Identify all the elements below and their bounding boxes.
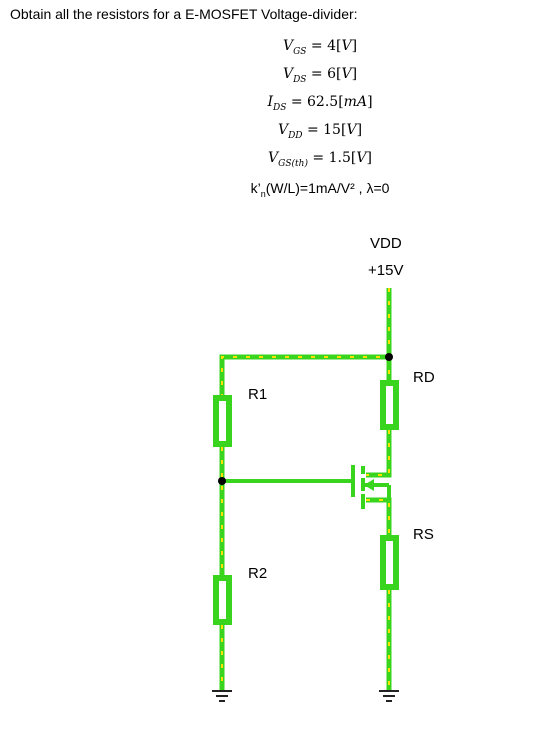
rs-label: RS bbox=[413, 526, 434, 543]
resistor-r2 bbox=[213, 575, 232, 625]
emosfet-symbol bbox=[351, 465, 391, 509]
resistor-rd bbox=[380, 380, 399, 430]
given-transconductance: k’n(W/L)=1mA/V² , λ=0 bbox=[250, 180, 390, 199]
ground-symbol-right bbox=[379, 690, 399, 702]
vdd-label: VDD bbox=[370, 235, 402, 252]
resistor-rs bbox=[380, 535, 399, 590]
junction-dot bbox=[385, 353, 393, 361]
given-vgs: VGS = 4[V] bbox=[282, 38, 358, 57]
given-vdd: VDD = 15[V] bbox=[277, 122, 363, 141]
drain-wire bbox=[366, 430, 392, 478]
source-wire bbox=[366, 497, 392, 535]
junction-dot bbox=[218, 477, 226, 485]
rd-label: RD bbox=[413, 369, 435, 386]
given-vgs-threshold: VGS(th) = 1.5[V] bbox=[268, 150, 372, 169]
problem-statement: Obtain all the resistors for a E-MOSFET … bbox=[10, 6, 358, 22]
r1-label: R1 bbox=[248, 386, 267, 403]
vdd-value: +15V bbox=[368, 262, 403, 279]
vdd-top-wire bbox=[219, 288, 392, 395]
given-ids: IDS = 62.5[mA] bbox=[267, 94, 373, 113]
ground-symbol-left bbox=[212, 690, 232, 702]
given-vds: VDS = 6[V] bbox=[282, 66, 358, 85]
resistor-r1 bbox=[213, 395, 232, 447]
r2-label: R2 bbox=[248, 565, 267, 582]
